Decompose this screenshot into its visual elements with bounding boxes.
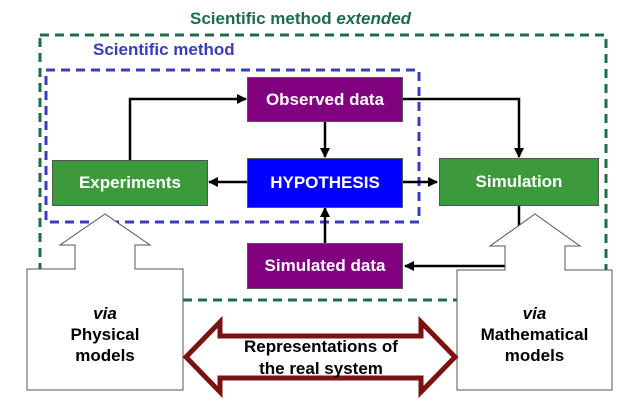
physical-via-label: via (93, 303, 117, 323)
simulated-data-box: Simulated data (247, 243, 403, 289)
mathematical-models-callout-shape (456, 213, 613, 391)
mathematical-via-label: via (522, 303, 547, 323)
inner-frame-title: Scientific method (93, 40, 235, 59)
outer-frame-title-main: Scientific method (190, 9, 332, 28)
arrow-simulation-to-simulated (404, 206, 521, 271)
representations-double-arrow (182, 315, 459, 399)
representations-label: Representations of the real system (212, 336, 430, 380)
physical-models-callout: via Physical models (27, 292, 183, 376)
physical-models-line1: Physical (70, 324, 140, 344)
observed-data-box: Observed data (247, 77, 403, 122)
inner-frame (44, 68, 421, 224)
arrow-observed-to-simulation (403, 97, 524, 158)
representations-line1: Representations of (244, 337, 398, 356)
outer-frame-title-emphasis: extended (336, 9, 412, 28)
representations-line2: the real system (259, 359, 383, 378)
arrow-experiments-to-observed (128, 94, 247, 160)
physical-models-line2: models (75, 345, 135, 365)
mathematical-models-line1: Mathematical (480, 324, 589, 344)
outer-frame (38, 33, 608, 302)
simulation-box: Simulation (439, 158, 599, 206)
physical-models-callout-shape (26, 213, 184, 391)
experiments-box: Experiments (52, 160, 208, 206)
mathematical-models-line2: models (504, 345, 565, 365)
mathematical-models-callout: via Mathematical models (457, 292, 612, 376)
outer-frame-title: Scientific method extended (190, 9, 411, 29)
hypothesis-box: HYPOTHESIS (247, 158, 403, 208)
